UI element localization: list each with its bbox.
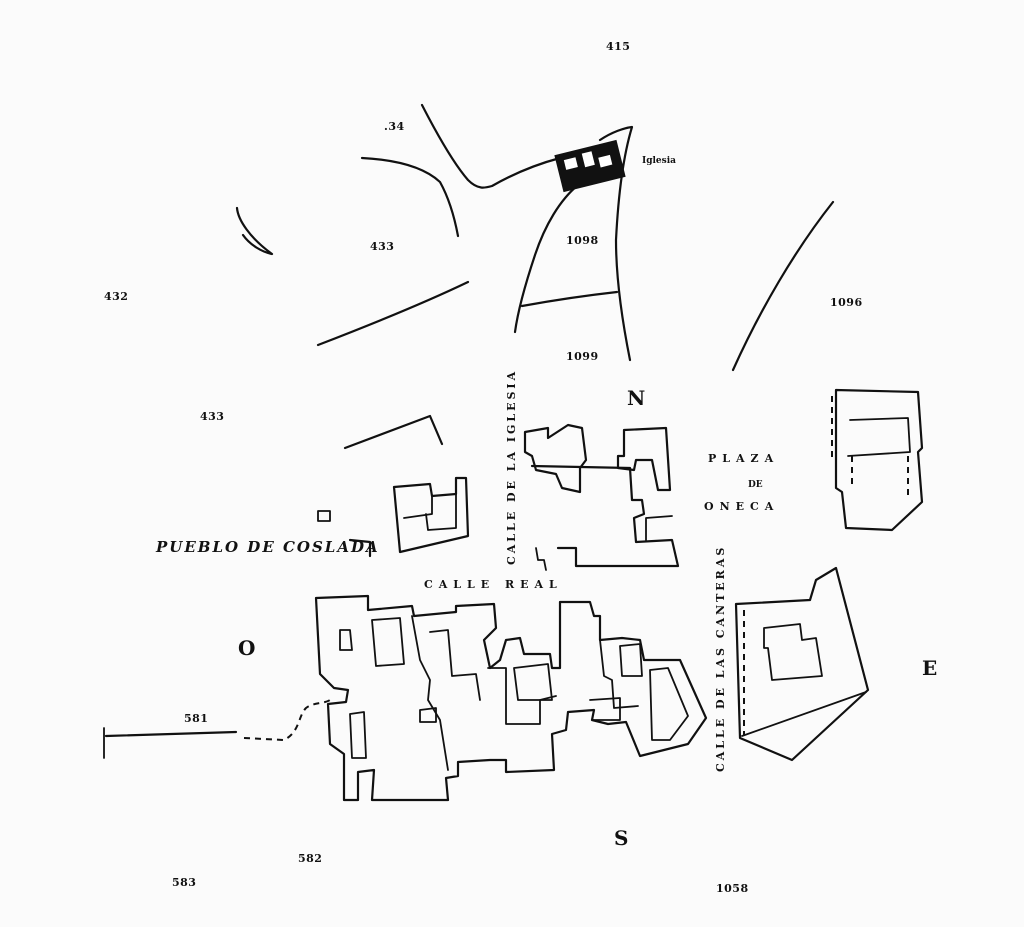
parcel-number: 581 — [184, 712, 209, 725]
road-line — [104, 730, 238, 738]
boundary-line — [513, 183, 580, 334]
street-calle-iglesia: CALLE DE LA IGLESIA — [505, 368, 518, 565]
church-label: Iglesia — [642, 156, 676, 166]
building-block — [523, 423, 588, 494]
building-block — [616, 426, 672, 492]
parcel-number: 432 — [104, 290, 129, 303]
parcel-number: .34 — [384, 120, 405, 133]
plaza-line-3: ONECA — [704, 500, 780, 513]
small-building — [317, 510, 331, 522]
parcel-number: 582 — [298, 852, 323, 865]
boundary-line — [360, 156, 460, 238]
boundary-line — [598, 125, 634, 362]
street-calle-canteras: CALLE DE LAS CANTERAS — [714, 544, 727, 772]
building-block — [834, 388, 924, 532]
building-block — [392, 476, 470, 554]
parcel-number: 1099 — [566, 350, 599, 363]
boundary-line — [316, 280, 470, 347]
compass-east: E — [922, 656, 938, 680]
boundary-line — [420, 103, 562, 189]
compass-south: S — [614, 826, 629, 850]
street-calle-real: CALLE REAL — [424, 578, 563, 591]
boundary-line — [343, 414, 444, 450]
boundary-line — [731, 200, 835, 372]
plaza-line-1: PLAZA — [708, 452, 780, 465]
boundary-line — [348, 538, 372, 558]
building-block — [314, 594, 708, 802]
parcel-number: 1098 — [566, 234, 599, 247]
parcel-number: 433 — [200, 410, 225, 423]
building-block — [734, 566, 870, 762]
parcel-number: 415 — [606, 40, 631, 53]
building-block — [530, 464, 680, 568]
town-name: PUEBLO DE COSLADA — [156, 538, 380, 556]
boundary-line — [520, 290, 619, 308]
parcel-number: 1096 — [830, 296, 863, 309]
plaza-line-2: DE — [748, 480, 763, 490]
parcel-number: 1058 — [716, 882, 749, 895]
parcel-number: 583 — [172, 876, 197, 889]
compass-north: N — [627, 386, 646, 410]
boundary-line — [235, 206, 274, 256]
parcel-number: 433 — [370, 240, 395, 253]
compass-west: O — [238, 636, 256, 660]
